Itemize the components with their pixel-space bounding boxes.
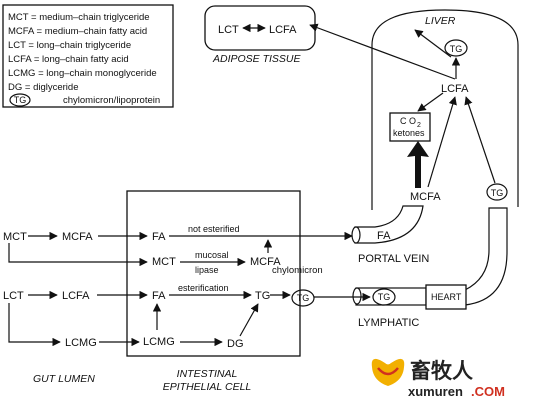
- legend-tg-meaning: chylomicron/lipoprotein: [63, 95, 160, 106]
- legend: MCT = medium–chain triglyceride MCFA = m…: [2, 4, 174, 108]
- legend-item-lct: LCT = long–chain triglyceride: [8, 40, 131, 51]
- co2-o: O: [409, 116, 416, 126]
- liver-tg-right: TG: [491, 188, 504, 198]
- cell-fa1: FA: [152, 231, 166, 243]
- cell-label-line2: EPITHELIAL CELL: [163, 381, 252, 393]
- liver-lcfa: LCFA: [441, 83, 469, 95]
- chylomicron-label: chylomicron: [272, 265, 323, 276]
- cell-mct: MCT: [152, 256, 176, 268]
- lumen-mcfa: MCFA: [62, 231, 93, 243]
- legend-item-lcmg: LCMG = long–chain monoglyceride: [8, 68, 157, 79]
- liver: LIVER TG LCFA C O 2 ketones MCFA TG: [309, 9, 519, 210]
- portal-vein-label: PORTAL VEIN: [358, 253, 429, 265]
- cell-tg-circle: [291, 289, 315, 307]
- ketones: ketones: [393, 128, 425, 138]
- liver-tg-top: TG: [450, 44, 463, 54]
- adipose-label: ADIPOSE TISSUE: [212, 53, 302, 65]
- heart-to-liver-tube: [464, 207, 508, 306]
- arrow-lct-to-lcmg: [8, 303, 61, 347]
- arrow-adipose-to-liver-lcfa: [309, 23, 456, 80]
- portal-vein-tube: [354, 205, 424, 244]
- lumen-lcfa: LCFA: [62, 290, 90, 302]
- logo-smile-icon: [377, 367, 399, 376]
- heart-label: HEART: [431, 292, 462, 302]
- adipose-lct: LCT: [218, 24, 239, 36]
- thick-arrow-mcfa-to-co2: [407, 141, 429, 188]
- cell-mcfa: MCFA: [250, 256, 281, 268]
- portal-fa: FA: [377, 230, 391, 242]
- co2-sub: 2: [417, 122, 421, 129]
- arrow-mcfa-to-lcfa: [427, 96, 457, 188]
- arrow-lcfa-to-co2: [417, 92, 444, 112]
- gut-lumen: MCT MCFA LCT LCFA LCMG GUT LUMEN: [3, 231, 97, 385]
- cell-label-line1: INTESTINAL: [177, 368, 238, 380]
- lymphatic: TG LYMPHATIC HEART: [352, 207, 508, 329]
- lumen-mct: MCT: [3, 231, 27, 243]
- cell-tg: TG: [255, 290, 270, 302]
- logo-heart-icon: [371, 358, 405, 386]
- legend-box: [2, 4, 174, 108]
- legend-tg-circle: [9, 93, 31, 107]
- co2-ketones-box: [389, 112, 431, 142]
- esterification-label: esterification: [178, 283, 229, 293]
- lymph-tg: TG: [378, 292, 391, 302]
- flow-arrows: [8, 231, 371, 347]
- epithelial-cell-box: [126, 190, 301, 357]
- adipose-tissue: LCT LCFA ADIPOSE TISSUE: [204, 5, 316, 65]
- portal-vein: FA PORTAL VEIN: [351, 205, 429, 265]
- gut-lumen-label: GUT LUMEN: [33, 373, 95, 385]
- cell-fa2: FA: [152, 290, 166, 302]
- lumen-lcmg: LCMG: [65, 337, 97, 349]
- logo-url: xumuren: [408, 384, 463, 399]
- liver-mcfa: MCFA: [410, 191, 441, 203]
- legend-tg-symbol: TG: [14, 95, 27, 105]
- legend-item-mcfa: MCFA = medium–chain fatty acid: [8, 26, 147, 37]
- lymphatic-label: LYMPHATIC: [358, 317, 419, 329]
- cell-dg: DG: [227, 338, 244, 350]
- lumen-lct: LCT: [3, 290, 24, 302]
- arrow-mct-to-cell-mct: [8, 243, 148, 267]
- liver-outline: [371, 9, 519, 210]
- cell-tg-circle-label: TG: [297, 293, 310, 303]
- lymphatic-opening: [352, 287, 362, 305]
- arrow-dg-to-tg: [239, 303, 259, 337]
- logo-tld: .COM: [471, 384, 505, 399]
- logo-cn: 畜牧人: [410, 359, 473, 383]
- liver-title: LIVER: [425, 15, 456, 27]
- co2-c: C: [400, 116, 407, 126]
- liver-tg-top-circle: [444, 39, 468, 57]
- lipase-label: lipase: [195, 265, 219, 275]
- arrow-tg-to-lcfa: [464, 96, 496, 184]
- liver-tg-right-circle: [486, 183, 508, 201]
- xumuren-logo: 畜牧人 xumuren .COM: [371, 358, 505, 399]
- arrow-tg-to-adipose: [414, 29, 452, 58]
- legend-item-lcfa: LCFA = long–chain fatty acid: [8, 54, 129, 65]
- legend-item-dg: DG = diglyceride: [8, 82, 79, 93]
- not-esterified-label: not esterified: [188, 224, 240, 234]
- cell-lcmg: LCMG: [143, 336, 175, 348]
- lymph-tg-circle: [372, 288, 396, 306]
- mucosal-label: mucosal: [195, 250, 229, 260]
- heart-box: [425, 284, 467, 310]
- cell-contents: FA not esterified MCT mucosal lipase MCF…: [143, 224, 323, 350]
- legend-item-mct: MCT = medium–chain triglyceride: [8, 12, 150, 23]
- portal-vein-opening: [351, 226, 361, 244]
- adipose-lcfa: LCFA: [269, 24, 297, 36]
